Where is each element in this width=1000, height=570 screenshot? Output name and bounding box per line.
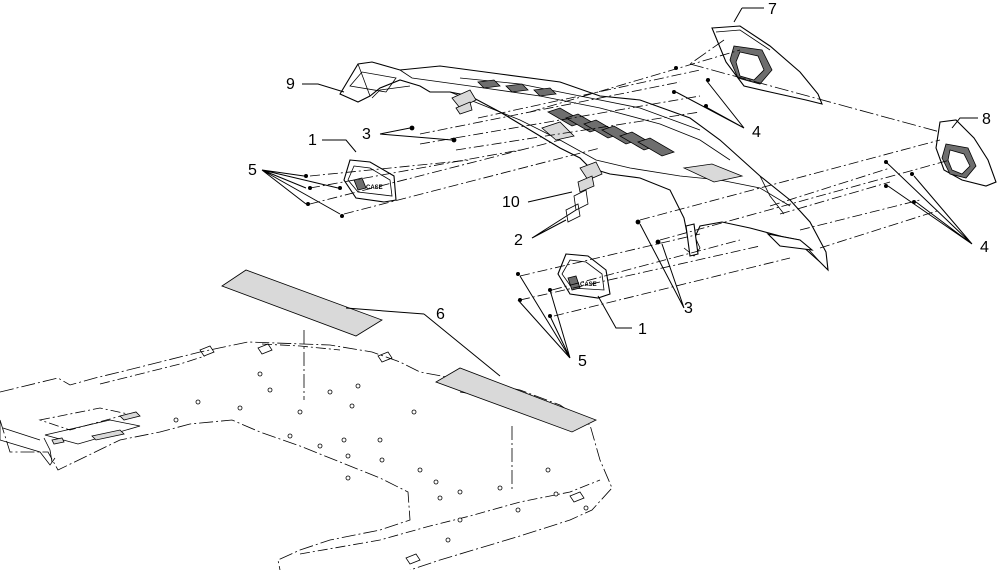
- lamp-logo-lower: CASE: [580, 282, 597, 288]
- callout-4-lower: 4: [980, 239, 989, 256]
- callout-1-lower: 1: [638, 321, 647, 338]
- work-lamp-upper: CASE: [343, 159, 397, 203]
- assembly-lines: [309, 39, 951, 317]
- callout-2: 2: [514, 232, 523, 249]
- callout-10: 10: [502, 194, 520, 211]
- callout-1-upper: 1: [308, 132, 317, 149]
- insulation-pads: [221, 269, 597, 490]
- callout-3-lower: 3: [684, 300, 693, 317]
- callout-3-upper: 3: [362, 126, 371, 143]
- cab-floor-platform: [0, 341, 613, 570]
- leader-lines: [261, 7, 978, 377]
- callout-6: 6: [436, 306, 445, 323]
- callout-7: 7: [768, 1, 777, 18]
- vent-grille-8: [935, 119, 997, 187]
- roof-shell: [339, 61, 829, 272]
- lamp-logo-upper: CASE: [366, 185, 383, 191]
- callout-5-upper: 5: [248, 162, 257, 179]
- vent-grille-7: [711, 25, 823, 105]
- callout-9: 9: [286, 76, 295, 93]
- callout-8: 8: [982, 111, 991, 128]
- callout-4-upper: 4: [752, 124, 761, 141]
- work-lamp-lower: CASE: [557, 253, 611, 299]
- callout-labels: 7 8 9 1 3 5 4 10 2 4 3 1 5 6: [248, 1, 991, 370]
- callout-5-lower: 5: [578, 353, 587, 370]
